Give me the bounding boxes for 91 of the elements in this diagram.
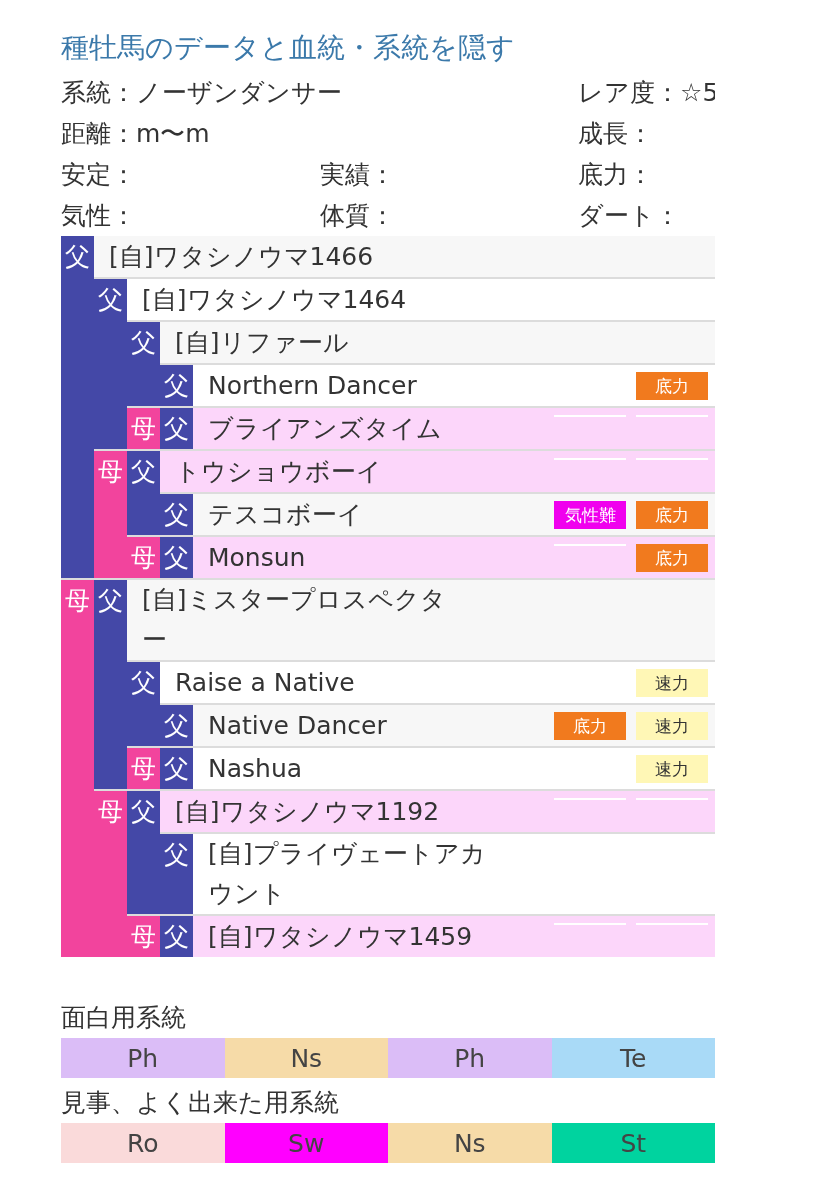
pedigree-row: [160, 322, 715, 363]
pedigree-row: [127, 279, 715, 320]
info-field: 成長：: [578, 116, 653, 151]
horse-name: [自]ワタシノウマ1192: [175, 795, 440, 828]
sire-bar: [160, 834, 193, 914]
horse-name: テスコボーイ: [208, 498, 363, 531]
pedigree-row: [193, 834, 715, 914]
pedigree-row: [193, 705, 715, 746]
lineage-code-tile: Ns: [388, 1123, 552, 1163]
info-field: 距離：m〜m: [61, 116, 210, 151]
pedigree-row: [193, 494, 715, 535]
pedigree-row: [160, 791, 715, 832]
info-field: 体質：: [320, 198, 395, 233]
lineage-code-tile: Ph: [388, 1038, 552, 1078]
dam-bar: [94, 451, 127, 578]
pedigree-row: [160, 662, 715, 703]
sire-mark: 父: [98, 284, 123, 316]
info-field: 系統：ノーザンダンサー: [61, 75, 342, 110]
horse-name: ブライアンズタイム: [208, 412, 442, 445]
sire-mark: 父: [164, 753, 189, 785]
info-field: 実績：: [320, 157, 395, 192]
pedigree-row: [193, 916, 715, 957]
section-label: 面白用系統: [61, 1002, 186, 1034]
sire-bar: [127, 451, 160, 535]
horse-name: Raise a Native: [175, 666, 355, 699]
section-heading: 種牡馬のデータと血統・系統を隠す: [61, 30, 515, 66]
dam-bar: [94, 791, 127, 957]
sire-bar: [127, 791, 160, 914]
dam-mark: 母: [131, 542, 156, 574]
sire-mark: 父: [131, 796, 156, 828]
trait-tag: 速力: [636, 712, 708, 740]
sire-bar: [61, 236, 94, 578]
info-field: 安定：: [61, 157, 136, 192]
sire-mark: 父: [164, 839, 189, 871]
sire-mark: 父: [65, 241, 90, 273]
sire-mark: 父: [131, 667, 156, 699]
horse-name: Nashua: [208, 752, 303, 785]
sire-bar: [127, 322, 160, 406]
horse-name: [自]ワタシノウマ1459: [208, 920, 473, 953]
trait-tag: 底力: [636, 501, 708, 529]
trait-tag: 気性難: [554, 501, 626, 529]
horse-name: [自]リファール: [175, 326, 349, 359]
horse-name: Monsun: [208, 541, 306, 574]
info-field: ダート：: [578, 198, 680, 233]
horse-name: [自]プライヴェートアカウント: [208, 838, 487, 910]
trait-tag: 速力: [636, 755, 708, 783]
dam-mark: 母: [131, 753, 156, 785]
pedigree-row: [193, 537, 715, 578]
sire-mark: 父: [164, 542, 189, 574]
info-field: 底力：: [578, 157, 653, 192]
trait-tag: 底力: [554, 712, 626, 740]
sire-bar: [127, 662, 160, 746]
dam-mark: 母: [131, 921, 156, 953]
sire-mark: 父: [164, 921, 189, 953]
pedigree-row: [193, 365, 715, 406]
sire-mark: 父: [164, 370, 189, 402]
horse-name: [自]ワタシノウマ1464: [142, 283, 407, 316]
sire-mark: 父: [164, 499, 189, 531]
sire-bar: [94, 580, 127, 789]
trait-tag: 底力: [636, 372, 708, 400]
horse-name: Northern Dancer: [208, 369, 417, 402]
sire-mark: 父: [164, 710, 189, 742]
dam-mark: 母: [98, 456, 123, 488]
horse-name: [自]ワタシノウマ1466: [109, 240, 374, 273]
pedigree-row: [193, 748, 715, 789]
pedigree-row: [193, 408, 715, 449]
section-label: 見事、よく出来た用系統: [61, 1087, 339, 1119]
dam-bar: [61, 580, 94, 957]
lineage-code-tile: Ph: [61, 1038, 225, 1078]
lineage-code-tile: Ro: [61, 1123, 225, 1163]
sire-mark: 父: [98, 585, 123, 617]
lineage-code-tile: Te: [551, 1038, 715, 1078]
horse-name: Native Dancer: [208, 709, 387, 742]
horse-name: トウショウボーイ: [175, 455, 382, 488]
info-field: 気性：: [61, 198, 136, 233]
pedigree-row: [94, 236, 715, 277]
dam-mark: 母: [98, 796, 123, 828]
lineage-code-tile: St: [551, 1123, 715, 1163]
horse-name: [自]ミスタープロスペクター: [142, 584, 447, 656]
trait-tag: 底力: [636, 544, 708, 572]
sire-mark: 父: [131, 456, 156, 488]
sire-mark: 父: [131, 327, 156, 359]
dam-mark: 母: [65, 585, 90, 617]
sire-bar: [94, 279, 127, 449]
lineage-code-tile: Ns: [224, 1038, 388, 1078]
pedigree-row: [160, 451, 715, 492]
dam-mark: 母: [131, 413, 156, 445]
pedigree-row: [127, 580, 715, 660]
trait-tag: 速力: [636, 669, 708, 697]
lineage-code-tile: Sw: [224, 1123, 388, 1163]
sire-mark: 父: [164, 413, 189, 445]
